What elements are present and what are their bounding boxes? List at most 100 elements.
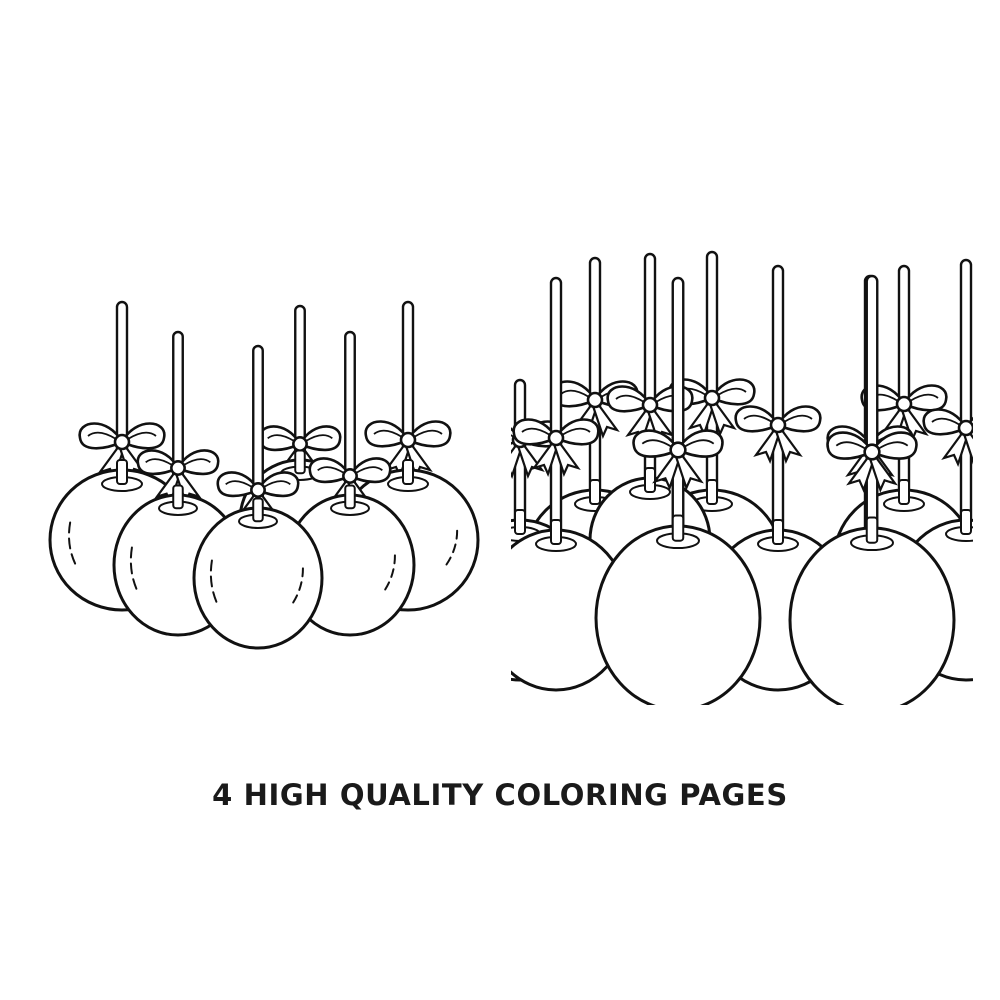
bow-fold bbox=[560, 389, 590, 398]
bow-fold bbox=[521, 427, 551, 436]
apple-body bbox=[594, 524, 762, 705]
bow-left-loop bbox=[78, 422, 124, 450]
bow-fold bbox=[87, 431, 117, 440]
bow-fold bbox=[971, 423, 973, 426]
bow-fold bbox=[127, 431, 157, 440]
bow-fold bbox=[263, 480, 291, 488]
candy-apple bbox=[594, 276, 762, 705]
bow-knot bbox=[641, 396, 659, 414]
bow-fold bbox=[743, 414, 773, 423]
bow-knot bbox=[170, 460, 186, 476]
apple-shine bbox=[209, 559, 220, 607]
bow-fold bbox=[355, 466, 383, 474]
apple-stick bbox=[771, 264, 785, 542]
bow-knot bbox=[547, 429, 565, 447]
apple-stick-base bbox=[589, 479, 601, 505]
right-coloring-page-preview bbox=[511, 250, 973, 705]
candy-apple bbox=[511, 276, 630, 692]
bow-knot bbox=[703, 389, 721, 407]
bow-right-loop bbox=[776, 405, 822, 433]
bow-knot bbox=[669, 441, 687, 459]
bow-fold bbox=[877, 441, 909, 450]
apple-stick-base bbox=[514, 509, 526, 535]
bow-fold bbox=[615, 394, 645, 403]
bow-right-loop bbox=[120, 422, 166, 450]
bow-right-loop bbox=[554, 418, 600, 446]
apple-stick-base bbox=[772, 519, 784, 545]
bow-left-loop bbox=[512, 418, 558, 446]
bow-knot bbox=[586, 391, 604, 409]
bow-knot bbox=[399, 431, 417, 449]
apple-stick-base bbox=[671, 514, 685, 542]
bow-fold bbox=[413, 429, 443, 438]
bow-fold bbox=[373, 429, 403, 438]
apple-shine bbox=[67, 521, 79, 569]
apple-stick-base bbox=[706, 479, 718, 505]
bow-left-loop bbox=[364, 420, 410, 448]
candy-apple bbox=[788, 274, 956, 705]
apple-shine bbox=[384, 550, 396, 591]
apple-body bbox=[192, 506, 324, 650]
bow-fold bbox=[561, 427, 591, 436]
apple-shine bbox=[445, 525, 459, 566]
bow-fold bbox=[783, 414, 813, 423]
bow-right-loop bbox=[870, 431, 918, 460]
apple-stick-base bbox=[960, 509, 972, 535]
bow-left-loop bbox=[922, 408, 968, 436]
bow-fold bbox=[717, 387, 747, 396]
bow-fold bbox=[305, 434, 333, 442]
bow-knot bbox=[292, 436, 308, 452]
bow-fold bbox=[835, 441, 867, 450]
bow-fold bbox=[511, 434, 515, 438]
apple-stick bbox=[959, 258, 973, 532]
bow-knot bbox=[342, 468, 358, 484]
apple-stick-base bbox=[116, 459, 128, 485]
apple-stick-base bbox=[644, 467, 656, 493]
candy-apple bbox=[192, 344, 324, 650]
bow-left-loop bbox=[136, 449, 180, 476]
bow-fold bbox=[683, 439, 715, 448]
apple-stick bbox=[897, 264, 911, 502]
left-coloring-page-preview bbox=[48, 300, 480, 650]
bow-right-loop bbox=[176, 449, 220, 476]
bow-fold bbox=[641, 439, 673, 448]
bow-right-loop bbox=[406, 420, 452, 448]
bow-left-loop bbox=[308, 457, 352, 484]
bow-left-loop bbox=[216, 471, 260, 498]
bow-knot bbox=[113, 433, 131, 451]
apple-stick-base bbox=[898, 479, 910, 505]
apple-stick-base bbox=[865, 516, 879, 544]
bow-fold bbox=[931, 417, 961, 426]
bow-fold bbox=[225, 480, 253, 488]
apple-body bbox=[788, 526, 956, 705]
bow-knot bbox=[863, 443, 881, 461]
bow-left-loop bbox=[826, 431, 874, 460]
apple-stick-base bbox=[344, 484, 356, 510]
apple-stick-base bbox=[402, 459, 414, 485]
bow-left-loop bbox=[734, 405, 780, 433]
apple-stick-base bbox=[252, 497, 264, 523]
apple-stick-base bbox=[294, 449, 306, 475]
apple-stick-base bbox=[172, 484, 184, 510]
apple-stick-base bbox=[550, 519, 562, 545]
bow-knot bbox=[957, 419, 973, 437]
bow-right-loop bbox=[710, 378, 756, 406]
bow-fold bbox=[145, 458, 173, 466]
bow-left-loop bbox=[606, 385, 652, 413]
bow-knot bbox=[895, 395, 913, 413]
apple-stick bbox=[865, 274, 879, 540]
bow-right-loop bbox=[902, 384, 948, 412]
bow-right-loop bbox=[256, 471, 300, 498]
apple-shine bbox=[129, 546, 140, 594]
bow-right-loop bbox=[298, 425, 342, 452]
apple-shine bbox=[292, 563, 304, 604]
bow-left-loop bbox=[632, 429, 680, 458]
caption-text: 4 HIGH QUALITY COLORING PAGES bbox=[212, 778, 788, 812]
bow-right-loop bbox=[676, 429, 724, 458]
apple-stick bbox=[705, 250, 719, 502]
bow-fold bbox=[267, 434, 295, 442]
bow-fold bbox=[183, 458, 211, 466]
bow-right-loop bbox=[348, 457, 392, 484]
apple-stick bbox=[549, 276, 563, 542]
